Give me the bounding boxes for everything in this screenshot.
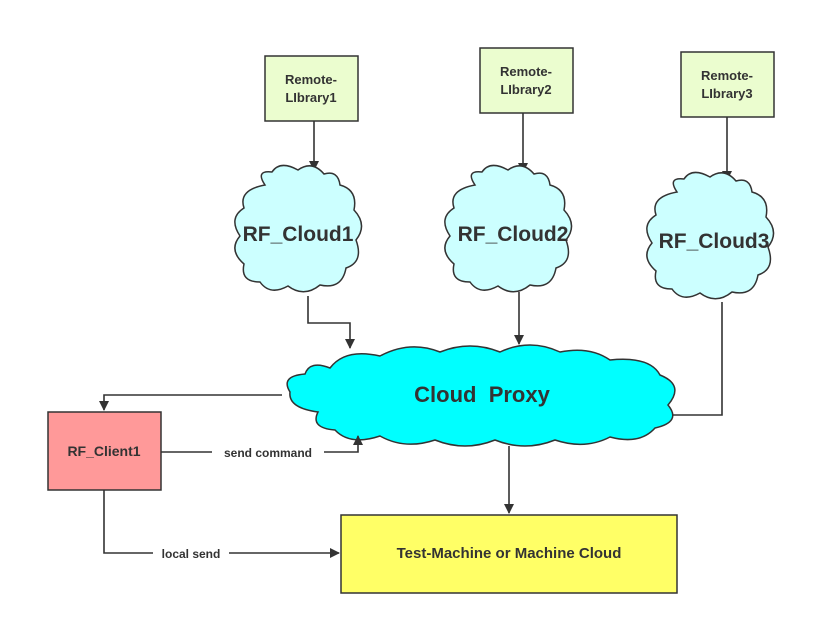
remote-library-3-line2: LIbrary3 xyxy=(701,86,752,101)
rf-cloud-3-shape xyxy=(646,171,775,300)
rf-cloud-1-node: RF_Cloud1 xyxy=(234,164,363,293)
remote-library-2-line2: LIbrary2 xyxy=(500,82,551,97)
local-send-label-bg xyxy=(153,545,229,561)
rf-cloud-1-label: RF_Cloud1 xyxy=(243,223,354,246)
remote-library-2-node: Remote- LIbrary2 xyxy=(479,47,574,114)
remote-library-2-line1: Remote- xyxy=(500,64,552,79)
edge-cloud1-to-proxy xyxy=(307,296,355,349)
send-command-label-bg xyxy=(212,444,324,460)
local-send-label: local send xyxy=(162,547,221,561)
rf-cloud-1-shape xyxy=(234,164,363,293)
rf-cloud-3-label: RF_Cloud3 xyxy=(659,230,770,253)
remote-library-3-line1: Remote- xyxy=(701,68,753,83)
rf-client-node: RF_Client1 xyxy=(47,411,162,491)
rf-cloud-2-shape xyxy=(444,164,573,293)
send-command-label: send command xyxy=(224,446,312,460)
rf-cloud-3-node: RF_Cloud3 xyxy=(646,171,775,300)
remote-library-3-box xyxy=(680,51,775,118)
remote-library-1-box xyxy=(264,55,359,122)
test-machine-label: Test-Machine or Machine Cloud xyxy=(397,545,622,562)
remote-library-1-line2: LIbrary1 xyxy=(285,90,336,105)
rf-cloud-2-label: RF_Cloud2 xyxy=(458,223,569,246)
rf-client-label: RF_Client1 xyxy=(67,443,140,459)
remote-library-2-box xyxy=(479,47,574,114)
edge-client-to-machine xyxy=(103,490,340,558)
cloud-proxy-label: Cloud Proxy xyxy=(414,382,550,407)
cloud-proxy-node: Cloud Proxy xyxy=(286,344,676,447)
edge-proxy-to-client xyxy=(99,394,282,411)
rf-cloud-2-node: RF_Cloud2 xyxy=(444,164,573,293)
remote-library-1-line1: Remote- xyxy=(285,72,337,87)
test-machine-box xyxy=(340,514,678,594)
rf-client-box xyxy=(47,411,162,491)
remote-library-3-node: Remote- LIbrary3 xyxy=(680,51,775,118)
remote-library-1-node: Remote- LIbrary1 xyxy=(264,55,359,122)
cloud-proxy-shape xyxy=(286,344,676,447)
test-machine-node: Test-Machine or Machine Cloud xyxy=(340,514,678,594)
